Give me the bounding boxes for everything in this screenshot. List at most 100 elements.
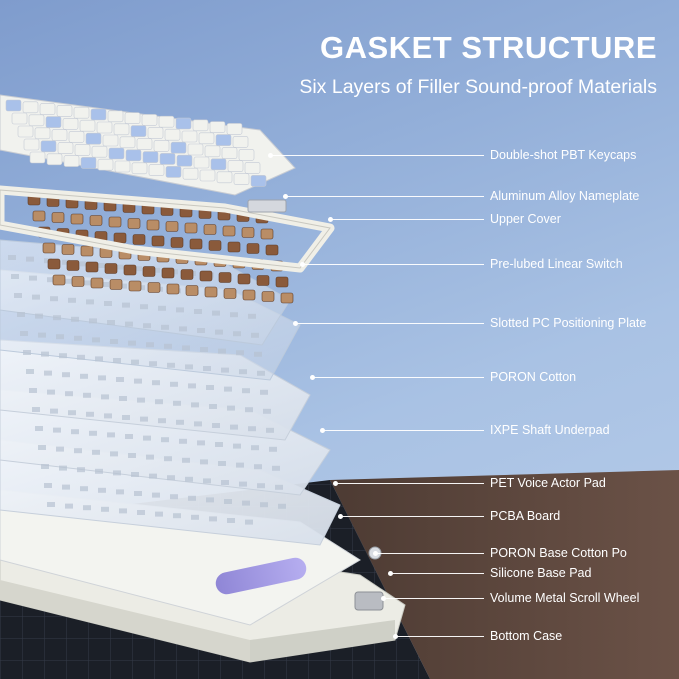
switch <box>203 224 217 235</box>
plate-hole <box>131 359 139 365</box>
keycap <box>215 134 232 146</box>
switch <box>242 289 256 301</box>
plate-hole <box>89 318 97 324</box>
plate-hole <box>254 351 262 357</box>
keycap <box>199 169 216 182</box>
plate-hole <box>230 424 238 430</box>
plate-hole <box>119 396 127 401</box>
plate-hole <box>185 364 193 370</box>
keycap <box>119 136 136 149</box>
plate-hole <box>149 361 157 367</box>
plate-hole <box>86 411 94 417</box>
keycap <box>153 140 170 152</box>
plate-hole <box>206 497 214 503</box>
plate-hole <box>113 358 121 363</box>
plate-hole <box>182 345 190 351</box>
purple-accent-bar <box>215 557 307 595</box>
plate-hole <box>29 388 37 393</box>
keycaps-layer <box>0 94 296 196</box>
callout-label: PORON Base Cotton Po <box>490 546 627 560</box>
switch <box>185 285 199 296</box>
plate-hole <box>152 380 160 386</box>
plate-hole <box>83 280 91 286</box>
plate-hole <box>65 391 73 397</box>
plate-hole <box>47 277 55 283</box>
plate-hole <box>200 459 208 465</box>
keycap <box>226 123 243 135</box>
plate-hole <box>152 492 160 498</box>
plate-hole <box>44 370 52 376</box>
plate-hole <box>98 375 106 381</box>
callout-anchor-dot <box>283 194 288 199</box>
subheadline: Six Layers of Filler Sound-proof Materia… <box>299 76 657 98</box>
plate-hole <box>185 476 193 482</box>
plate-hole <box>89 430 97 436</box>
callout-anchor-dot <box>333 481 338 486</box>
plate-hole <box>59 465 67 471</box>
plate-hole <box>26 369 34 374</box>
switch <box>146 219 160 231</box>
switch <box>113 232 127 244</box>
keycap <box>85 132 102 145</box>
switch <box>32 210 46 222</box>
plate-hole <box>266 427 274 433</box>
plate-hole <box>209 516 217 522</box>
callout-label: PORON Cotton <box>490 370 577 384</box>
plate-hole <box>224 386 232 392</box>
plate-hole <box>179 438 187 444</box>
plate-hole <box>146 454 154 460</box>
switch <box>166 283 180 295</box>
switch <box>199 270 213 282</box>
keycap <box>79 119 96 132</box>
plate-hole <box>152 267 160 273</box>
aluminum-nameplate <box>247 199 287 213</box>
keycap <box>90 108 107 121</box>
callout-label: Volume Metal Scroll Wheel <box>490 591 640 605</box>
plate-hole <box>110 451 118 457</box>
plate-hole <box>95 356 103 362</box>
plate-hole <box>77 354 85 360</box>
switch <box>151 235 165 247</box>
plate-hole <box>275 484 283 490</box>
switch <box>42 242 56 254</box>
plate-hole <box>116 264 124 270</box>
switch <box>265 244 279 256</box>
switch <box>222 225 236 237</box>
plate-hole <box>134 378 142 384</box>
plate-hole <box>167 475 175 481</box>
keycap <box>209 121 226 133</box>
plate-hole <box>23 350 31 355</box>
plate-hole <box>203 366 211 371</box>
switch <box>246 243 260 254</box>
switch <box>147 282 161 293</box>
keycap <box>148 164 165 176</box>
plate-hole <box>191 402 199 408</box>
callout-anchor-dot <box>320 428 325 433</box>
plate-hole <box>29 275 37 281</box>
callout-anchor-dot <box>293 321 298 326</box>
plate-hole <box>170 381 178 387</box>
headline: GASKET STRUCTURE <box>320 30 657 65</box>
plate-hole <box>53 315 61 321</box>
switch <box>142 266 156 277</box>
plate-hole <box>248 426 256 432</box>
plate-hole <box>149 473 157 479</box>
plate-hole <box>233 443 241 449</box>
plate-hole <box>278 503 286 509</box>
keycap <box>91 145 108 158</box>
plate-hole <box>146 342 154 348</box>
keycap <box>11 112 28 125</box>
plate-hole <box>98 487 106 493</box>
keycap <box>170 141 187 154</box>
callout-label: Slotted PC Positioning Plate <box>490 316 647 330</box>
switch <box>237 273 251 285</box>
plate-hole <box>173 513 181 519</box>
plate-hole <box>242 500 250 506</box>
wood-desk-surface <box>330 470 679 679</box>
switch <box>70 213 84 225</box>
keycap <box>97 158 114 171</box>
plate-hole <box>251 332 259 338</box>
plate-hole <box>215 329 223 335</box>
switch <box>104 263 118 274</box>
keycap <box>141 114 158 126</box>
